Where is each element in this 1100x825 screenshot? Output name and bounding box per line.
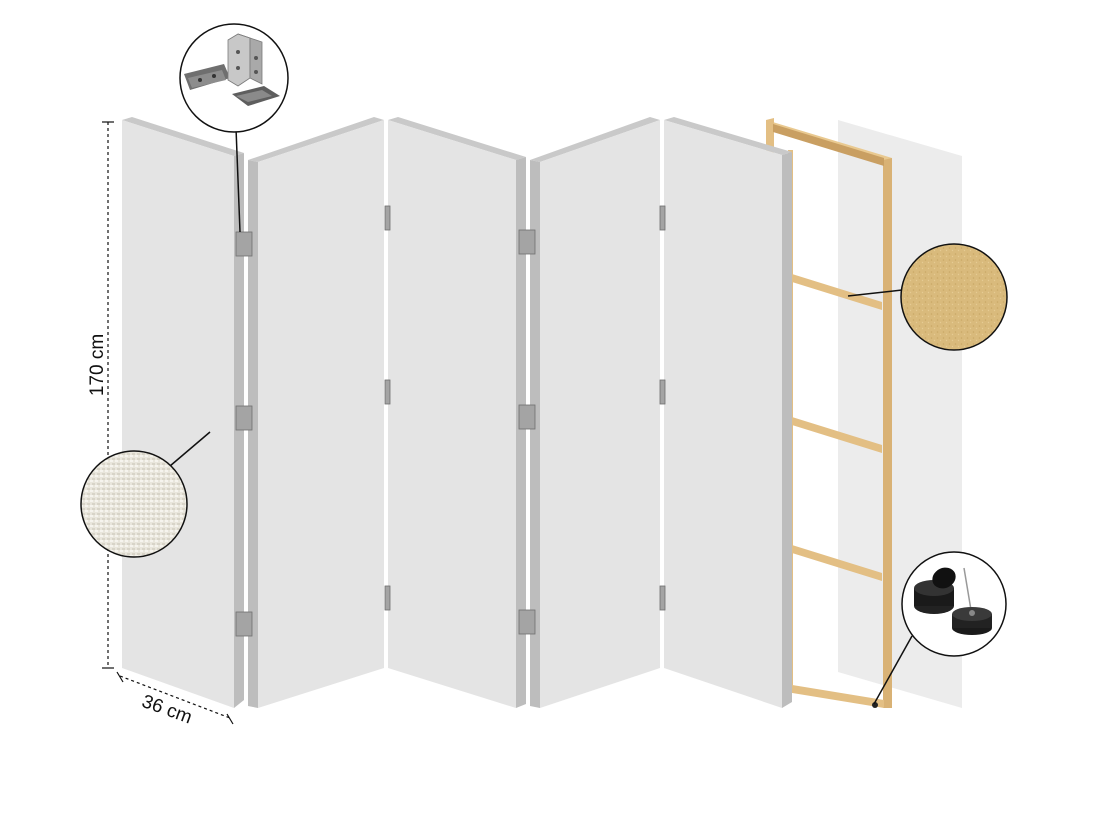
height-dimension: 170 cm — [87, 121, 114, 669]
hinge-icon — [384, 205, 391, 231]
hinges — [235, 205, 666, 637]
hinge-icon — [235, 611, 253, 637]
hinge-icon — [659, 205, 666, 231]
hinge-icon — [518, 229, 536, 255]
hinge-icon — [518, 609, 536, 635]
screen-panel-2 — [248, 117, 384, 708]
wood-texture-callout — [847, 243, 1008, 351]
hinge-icon — [235, 231, 253, 257]
height-label: 170 cm — [87, 334, 108, 396]
hinge-icon — [518, 404, 536, 430]
screen-panel-5 — [664, 117, 792, 708]
hinge-icon — [384, 585, 391, 611]
screen-panel-1 — [122, 117, 244, 708]
canvas-fabric-texture-icon — [81, 451, 187, 557]
hinge-icon — [659, 585, 666, 611]
hinge-icon — [659, 379, 666, 405]
metal-hinges-icon — [184, 33, 280, 106]
floor-feet-callout — [873, 551, 1007, 705]
hinge-icon — [384, 379, 391, 405]
hinge-icon — [235, 405, 253, 431]
screen-panel-3 — [388, 117, 526, 708]
hinge-detail-callout — [179, 23, 289, 233]
width-label: 36 cm — [139, 691, 195, 728]
rubber-feet-icon — [914, 567, 992, 635]
screen-panel-4 — [530, 117, 660, 708]
pine-wood-texture-icon — [901, 244, 1007, 350]
canvas-texture-callout — [80, 431, 211, 558]
